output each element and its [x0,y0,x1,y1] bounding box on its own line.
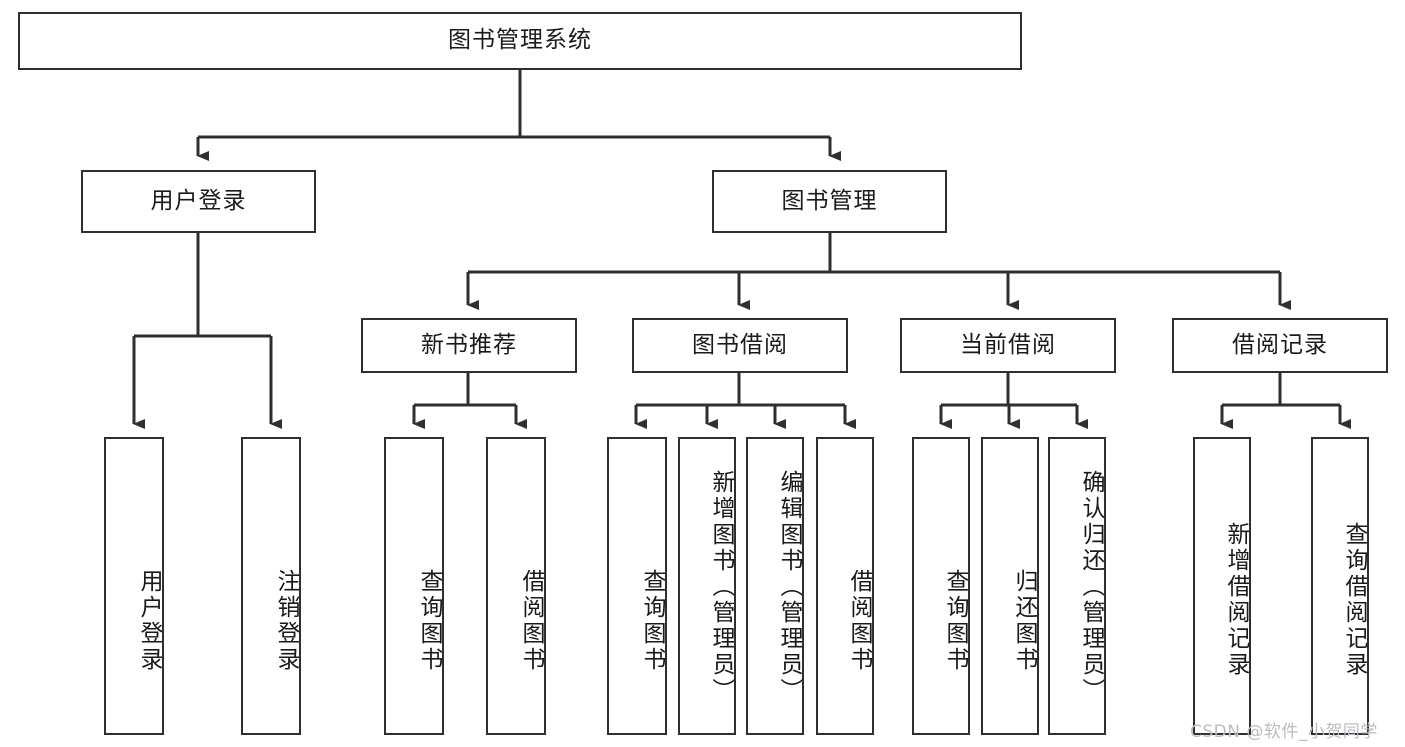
node-label: 注销登录 [273,569,299,673]
node-label: 编辑图书（管理员） [776,470,802,704]
leaf-borrow-books[interactable]: 借阅图书 [816,437,874,735]
node-borrow-records[interactable]: 借阅记录 [1172,318,1388,373]
node-label: 借阅图书 [518,569,544,673]
leaf-query-books-borrow[interactable]: 查询图书 [607,437,667,735]
leaf-user-login[interactable]: 用户登录 [104,437,164,735]
csdn-watermark: CSDN @软件_小贺同学 [1190,722,1378,742]
node-label: 图书管理 [781,187,878,214]
leaf-logout[interactable]: 注销登录 [241,437,301,735]
leaf-borrow-books-new[interactable]: 借阅图书 [486,437,546,735]
node-label: 借阅图书 [846,569,872,673]
node-label: 查询图书 [942,569,968,673]
leaf-edit-book-admin[interactable]: 编辑图书（管理员） [746,437,804,735]
node-user-login[interactable]: 用户登录 [81,170,316,233]
leaf-query-books-current[interactable]: 查询图书 [912,437,970,735]
node-label: 查询借阅记录 [1341,522,1367,678]
node-label: 用户登录 [136,569,162,673]
node-label: 当前借阅 [960,331,1056,358]
node-label: 查询图书 [416,569,442,673]
node-label: 图书管理系统 [448,27,592,54]
node-new-book-recommendation[interactable]: 新书推荐 [361,318,577,373]
node-label: 确认归还（管理员） [1078,470,1104,704]
node-label: 新书推荐 [421,331,517,358]
node-label: 用户登录 [150,187,247,214]
node-label: 归还图书 [1011,569,1037,673]
node-label: 新增图书（管理员） [708,470,734,704]
node-book-borrowing[interactable]: 图书借阅 [632,318,848,373]
node-label: 查询图书 [639,569,665,673]
node-root-book-management-system[interactable]: 图书管理系统 [18,12,1022,70]
node-label: 图书借阅 [692,331,788,358]
leaf-confirm-return-admin[interactable]: 确认归还（管理员） [1048,437,1106,735]
leaf-add-borrow-record[interactable]: 新增借阅记录 [1193,437,1251,735]
node-label: 借阅记录 [1232,331,1328,358]
node-book-management[interactable]: 图书管理 [712,170,947,233]
node-current-borrowing[interactable]: 当前借阅 [900,318,1116,373]
leaf-query-books-new[interactable]: 查询图书 [384,437,444,735]
leaf-return-books[interactable]: 归还图书 [981,437,1039,735]
node-label: 新增借阅记录 [1223,522,1249,678]
leaf-query-borrow-record[interactable]: 查询借阅记录 [1311,437,1369,735]
leaf-add-book-admin[interactable]: 新增图书（管理员） [678,437,736,735]
